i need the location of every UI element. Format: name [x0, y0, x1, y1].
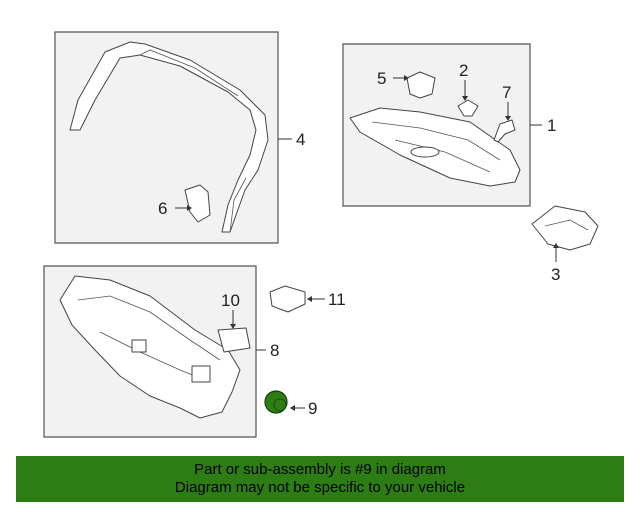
group-box-4: 6 4 — [54, 31, 305, 244]
parts-diagram: 6 4 5 2 7 1 3 — [43, 31, 599, 438]
callout-2: 2 — [459, 61, 468, 80]
callout-4: 4 — [296, 130, 305, 149]
screw-7 — [493, 119, 516, 143]
callout-9: 9 — [308, 399, 317, 418]
info-banner: Part or sub-assembly is #9 in diagram Di… — [16, 456, 624, 502]
group-part-3: 3 — [531, 205, 599, 284]
callout-1: 1 — [547, 116, 556, 135]
banner-line-2: Diagram may not be specific to your vehi… — [174, 479, 466, 496]
callout-5: 5 — [377, 69, 386, 88]
banner-line-1: Part or sub-assembly is #9 in diagram — [194, 461, 446, 478]
group-box-8: 8 10 — [43, 265, 279, 438]
callout-7: 7 — [502, 83, 511, 102]
callout-11: 11 — [328, 290, 346, 309]
fastener-5 — [406, 71, 436, 99]
callout-6: 6 — [158, 199, 167, 218]
callout-3: 3 — [551, 265, 560, 284]
group-box-1: 5 2 7 1 — [342, 43, 556, 207]
callout-10: 10 — [221, 291, 240, 310]
highlighted-clip-9 — [264, 390, 288, 414]
callout-8: 8 — [270, 341, 279, 360]
clip-6 — [184, 184, 211, 223]
group-part-11: 11 — [269, 285, 346, 313]
bracket-3 — [531, 205, 599, 251]
fastener-2 — [457, 99, 479, 117]
cover-11 — [269, 285, 306, 313]
pad-10 — [217, 327, 251, 353]
upper-trim-frame — [69, 41, 269, 233]
group-part-9: 9 — [264, 390, 317, 418]
